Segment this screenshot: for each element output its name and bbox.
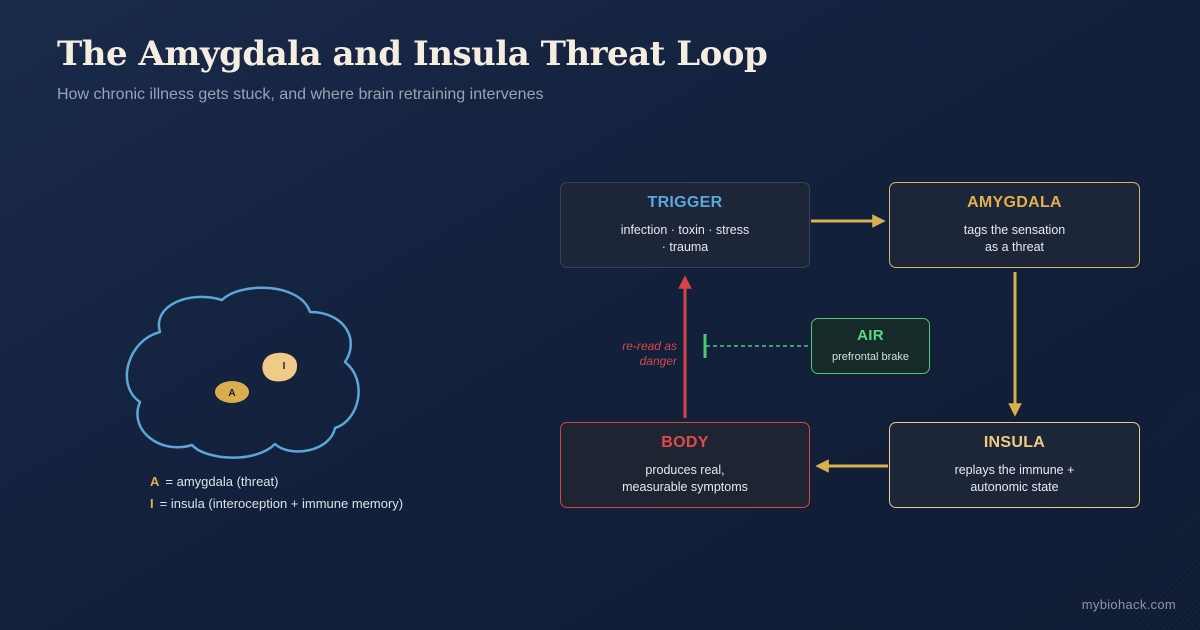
body-description: produces real, measurable symptoms — [622, 463, 748, 494]
trigger-description: infection · toxin · stress · trauma — [620, 223, 750, 254]
page-title: The Amygdala and Insula Threat Loop — [57, 34, 768, 74]
insula-title: INSULA — [983, 434, 1046, 451]
amygdala-marker-label: A — [228, 388, 235, 399]
insula-marker-label: I — [283, 361, 286, 372]
watermark: mybiohack.com — [1081, 597, 1176, 612]
amygdala-node: AMYGDALA tags the sensation as a threat — [889, 182, 1140, 268]
insula-node: INSULA replays the immune + autonomic st… — [889, 422, 1140, 508]
legend-item-amygdala: A = amygdala (threat) — [150, 474, 278, 489]
air-node: AIR prefrontal brake — [811, 318, 930, 374]
reread-as-danger-label: re-read as danger — [622, 339, 677, 368]
legend-key-i: I — [150, 496, 154, 511]
legend-text-a: = amygdala (threat) — [165, 474, 279, 489]
body-title: BODY — [661, 434, 709, 451]
legend-text-i: = insula (interoception + immune memory) — [159, 496, 404, 511]
trigger-title: TRIGGER — [647, 194, 723, 211]
body-node: BODY produces real, measurable symptoms — [560, 422, 810, 508]
page-subtitle: How chronic illness gets stuck, and wher… — [57, 86, 544, 103]
air-title: AIR — [857, 326, 884, 344]
amygdala-title: AMYGDALA — [967, 194, 1062, 211]
insula-marker-icon — [262, 352, 298, 382]
amygdala-marker-icon — [215, 381, 249, 403]
trigger-node: TRIGGER infection · toxin · stress · tra… — [560, 182, 810, 268]
legend-item-insula: I = insula (interoception + immune memory… — [150, 496, 403, 511]
brain-outline-icon — [125, 286, 360, 459]
insula-description: replays the immune + autonomic state — [954, 463, 1075, 494]
legend-key-a: A — [150, 474, 160, 489]
air-description: prefrontal brake — [831, 350, 910, 363]
amygdala-description: tags the sensation as a threat — [963, 223, 1066, 254]
